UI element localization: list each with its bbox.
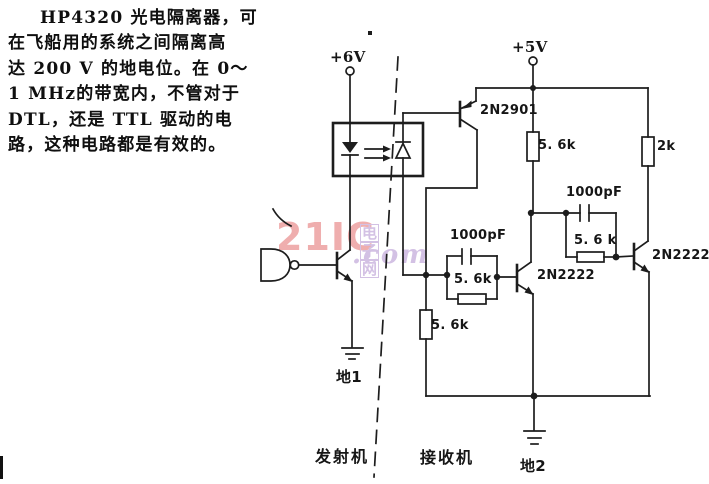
junction-dots bbox=[422, 85, 620, 400]
transistor-2n2901 bbox=[402, 87, 479, 276]
rc-network-right bbox=[532, 204, 634, 263]
label-r-bottom: 5. 6k bbox=[431, 318, 469, 333]
label-q2: 2N2222 bbox=[537, 268, 595, 283]
label-c-right: 1000pF bbox=[566, 185, 623, 200]
label-r-load: 2k bbox=[657, 139, 676, 154]
intro-line: 路，这种电路都是有效的。 bbox=[8, 135, 227, 156]
resistor-2k bbox=[641, 87, 655, 242]
light-coupling-arrows-icon bbox=[364, 145, 391, 162]
ground2-symbol bbox=[523, 395, 546, 445]
intro-line: 在飞船用的系统之间隔离高 bbox=[8, 33, 227, 54]
ground1-symbol bbox=[341, 347, 364, 360]
transmitter-transistor bbox=[335, 175, 354, 348]
intro-text: HP4320 光电隔离器，可 在飞船用的系统之间隔离高 达 200 V 的地电位… bbox=[8, 6, 258, 158]
watermark-site-name: 电子网 bbox=[360, 224, 381, 278]
label-power-right: +5V bbox=[512, 38, 548, 56]
label-transmitter: 发射机 bbox=[315, 447, 370, 466]
driver-gate-symbol bbox=[260, 207, 337, 282]
intro-line: 1 MHz的带宽内，不管对于 bbox=[8, 84, 241, 105]
label-c-left: 1000pF bbox=[450, 228, 507, 243]
plus5v-terminal bbox=[475, 56, 649, 89]
resistor-r-top bbox=[526, 87, 540, 214]
label-ground1: 地1 bbox=[336, 368, 363, 386]
isolation-dashed-line bbox=[373, 56, 399, 478]
led-symbol bbox=[341, 122, 359, 177]
intro-line: DTL，还是 TTL 驱动的电 bbox=[8, 109, 233, 130]
resistor-r-bottom bbox=[419, 274, 433, 397]
label-r-top: 5. 6k bbox=[538, 138, 576, 153]
label-receiver: 接收机 bbox=[420, 448, 475, 467]
intro-line: HP4320 光电隔离器，可 bbox=[40, 8, 258, 28]
label-q3: 2N2222 bbox=[652, 248, 709, 263]
label-ground2: 地2 bbox=[520, 457, 547, 475]
transistor-2n2222-first bbox=[515, 212, 535, 397]
photodiode-symbol bbox=[394, 112, 412, 276]
watermark-char: 网 bbox=[360, 260, 380, 278]
label-r-left: 5. 6k bbox=[454, 272, 492, 287]
label-r-right: 5. 6 k bbox=[574, 233, 617, 248]
watermark-brand: 21IC bbox=[276, 215, 375, 259]
scan-edge-artifact bbox=[0, 456, 3, 479]
optocoupler-box bbox=[331, 121, 425, 178]
transistor-2n2222-second bbox=[632, 239, 651, 397]
intro-line: 达 200 V 的地电位。在 0～ bbox=[8, 58, 249, 79]
watermark-suffix: .com bbox=[352, 240, 430, 270]
plus6v-terminal bbox=[345, 31, 372, 124]
label-power-left: +6V bbox=[330, 48, 366, 66]
label-q1: 2N2901 bbox=[480, 103, 538, 118]
